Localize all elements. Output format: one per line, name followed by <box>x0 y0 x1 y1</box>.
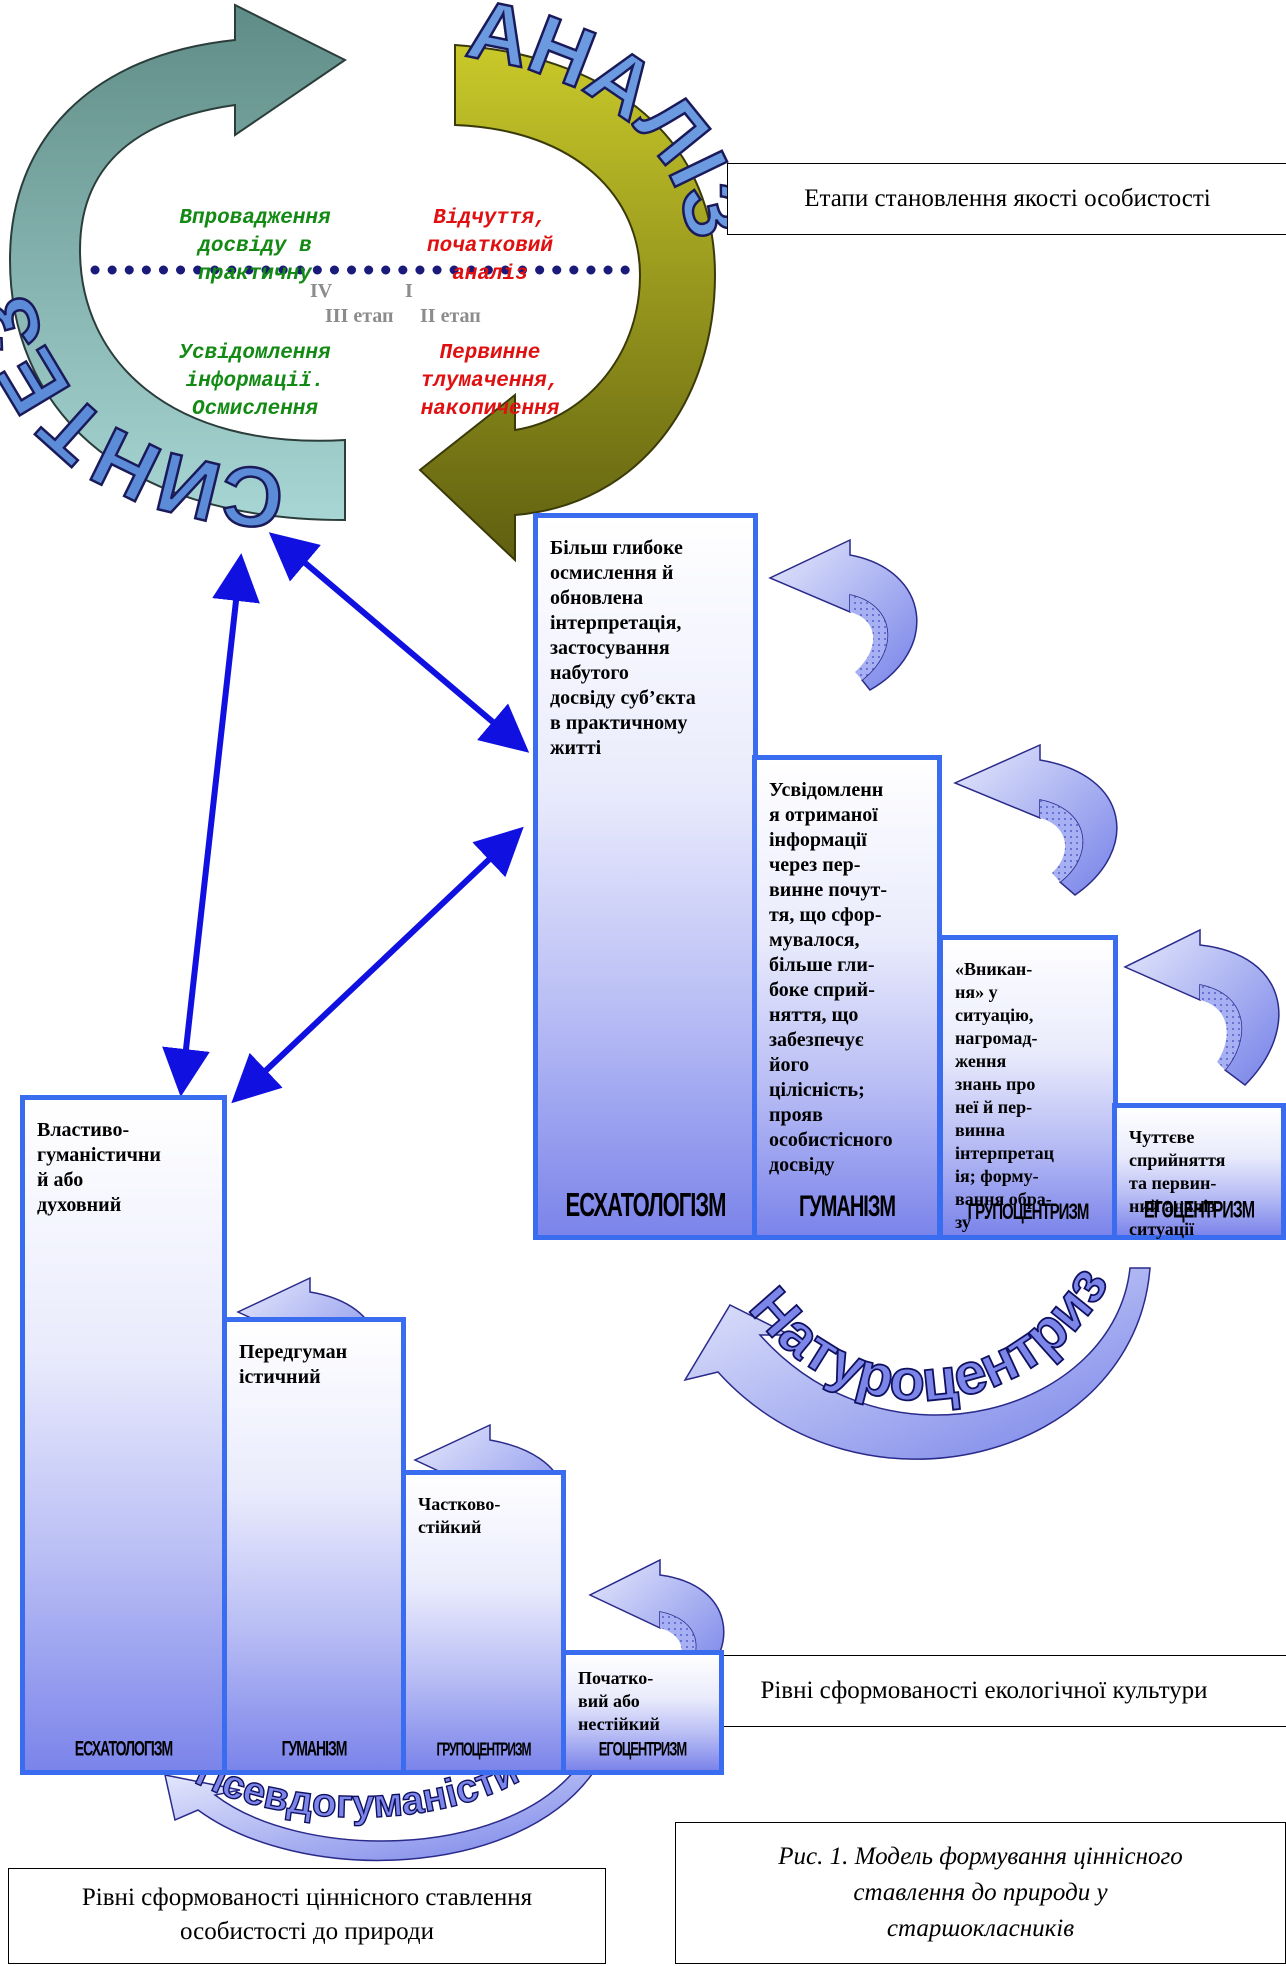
value-column-4-text: Початко- вий або нестійкий <box>578 1668 660 1734</box>
eco-column-3-text: «Вникан- ня» у ситуацію, нагромад- ження… <box>955 959 1055 1232</box>
curl-arrow <box>1123 928 1280 1086</box>
eco-column-2: Усвідомленн я отриманої інформації через… <box>752 755 942 1240</box>
eco-column-4-text: Чуттєве сприйняття та первин- ний аналіз… <box>1129 1127 1226 1239</box>
pseudohumanism-base-arrow <box>164 1769 597 1862</box>
value-column-2: Передгуман істичний ГУМАНІЗМ <box>222 1317 406 1775</box>
value-column-3-text: Частково- стійкий <box>418 1494 501 1537</box>
link-arrow-eco-value <box>231 826 524 1104</box>
eco-column-2-label: ГУМАНІЗМ <box>798 1190 896 1224</box>
stage-iv: IV <box>310 280 333 302</box>
value-column-2-text: Передгуман істичний <box>239 1341 348 1388</box>
eco-column-3: «Вникан- ня» у ситуацію, нагромад- ження… <box>938 935 1118 1240</box>
stages-label-box: Етапи становлення якості особистості <box>727 163 1286 235</box>
value-column-3-label: ГРУПОЦЕНТРИЗМ <box>436 1739 532 1760</box>
value-column-4: Початко- вий або нестійкий ЕГОЦЕНТРИЗМ <box>561 1650 724 1775</box>
eco-column-2-text: Усвідомленн я отриманої інформації через… <box>769 779 893 1176</box>
eco-column-3-label: ГРУПОЦЕНТРИЗМ <box>967 1199 1090 1226</box>
stage-i: I <box>405 280 413 302</box>
figure-caption: Рис. 1. Модель формування ціннісного ста… <box>778 1843 1183 1942</box>
value-levels-label: Рівні сформованості ціннісного ставлення… <box>81 1884 533 1945</box>
quadrant-top-left: Впровадження досвіду в практичну <box>179 207 331 286</box>
stage-iii: III етап <box>325 305 394 327</box>
quadrant-bottom-right: Первинне тлумачення, накопичення <box>420 342 560 421</box>
eco-column-1: Більш глибоке осмислення й обновлена інт… <box>533 513 758 1240</box>
quadrant-bottom-left: Усвідомлення інформації. Осмислення <box>179 342 331 421</box>
naturocentrism-base-arrow <box>683 1267 1151 1460</box>
eco-levels-label: Рівні сформованості екологічної культури <box>760 1677 1208 1704</box>
synthesis-arrow <box>8 3 347 522</box>
analysis-arrow <box>418 43 717 563</box>
eco-levels-box: Рівні сформованості екологічної культури <box>680 1655 1286 1727</box>
quadrant-top-right: Відчуття, початковий аналіз <box>426 207 554 286</box>
eco-column-4: Чуттєве сприйняття та первин- ний аналіз… <box>1112 1103 1286 1240</box>
link-arrow-cycle-eco <box>268 532 530 753</box>
value-column-4-label: ЕГОЦЕНТРИЗМ <box>598 1737 687 1761</box>
curl-arrow <box>768 538 918 691</box>
value-column-2-label: ГУМАНІЗМ <box>281 1736 348 1760</box>
value-column-1-label: ЕСХАТОЛОГІЗМ <box>74 1736 173 1760</box>
stage-ii: II етап <box>420 305 481 327</box>
stages-label: Етапи становлення якості особистості <box>804 185 1211 212</box>
value-column-3: Частково- стійкий ГРУПОЦЕНТРИЗМ <box>401 1470 566 1775</box>
figure-caption-box: Рис. 1. Модель формування ціннісного ста… <box>675 1822 1286 1964</box>
link-arrow-cycle-value <box>162 553 260 1097</box>
value-column-1: Властиво- гуманістични й або духовний ЕС… <box>20 1095 227 1775</box>
eco-column-1-label: ЕСХАТОЛОГІЗМ <box>565 1186 727 1224</box>
eco-column-1-text: Більш глибоке осмислення й обновлена інт… <box>550 537 696 759</box>
curl-arrow <box>953 743 1118 896</box>
eco-column-4-label: ЕГОЦЕНТРИЗМ <box>1143 1198 1255 1224</box>
value-column-1-text: Властиво- гуманістични й або духовний <box>37 1119 161 1216</box>
value-levels-box: Рівні сформованості ціннісного ставлення… <box>8 1868 606 1964</box>
